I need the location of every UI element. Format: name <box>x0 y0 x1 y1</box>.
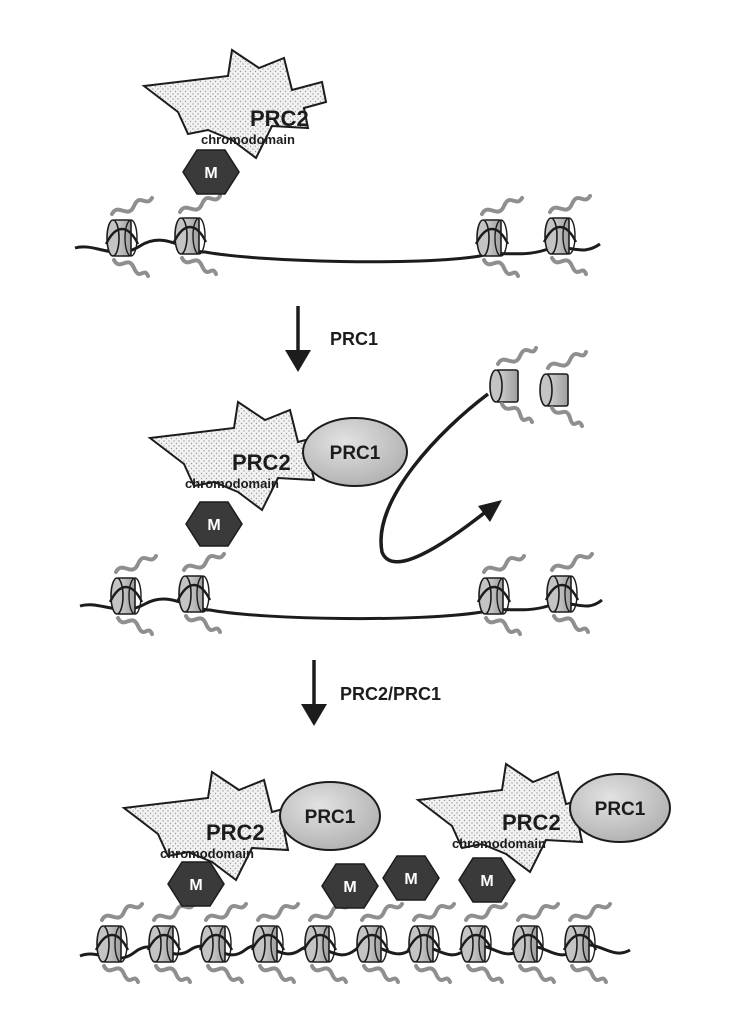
down-arrow-icon <box>285 350 311 372</box>
chromodomain-label: chromodomain <box>185 476 279 491</box>
nucleosome <box>510 902 560 984</box>
nucleosome <box>176 552 226 634</box>
nucleosome <box>94 902 144 984</box>
chromodomain-label: chromodomain <box>160 846 254 861</box>
prc1-label: PRC1 <box>305 807 356 828</box>
step-arrow-2: PRC2/PRC1 <box>301 660 441 726</box>
methyl-mark-label: M <box>343 879 356 896</box>
methyl-mark-label: M <box>480 873 493 890</box>
methyl-mark-label: M <box>204 165 217 182</box>
nucleosome <box>474 196 524 278</box>
nucleosome <box>544 552 594 634</box>
nucleosome <box>458 902 508 984</box>
eviction-arrow-curve <box>379 392 490 564</box>
nucleosome <box>562 902 612 984</box>
prc2-label: PRC2 <box>232 450 291 475</box>
methyl-mark-label: M <box>207 517 220 534</box>
nucleosome <box>198 902 248 984</box>
methyl-mark-label: M <box>404 871 417 888</box>
nucleosome <box>354 902 404 984</box>
eviction-arrow-icon <box>478 500 502 522</box>
nucleosome <box>172 194 222 276</box>
nucleosome <box>476 554 526 636</box>
methyl-mark-label: M <box>189 877 202 894</box>
prc1-complex <box>302 417 408 487</box>
prc1-label: PRC1 <box>595 799 646 820</box>
step-2-label: PRC2/PRC1 <box>340 684 441 704</box>
prc2-label: PRC2 <box>502 810 561 835</box>
step-arrow-1: PRC1 <box>285 306 378 372</box>
nucleosome <box>108 554 158 636</box>
down-arrow-icon <box>301 704 327 726</box>
chromodomain-label: chromodomain <box>201 132 295 147</box>
dna-strand-1 <box>74 238 601 264</box>
dna-strand-2 <box>79 597 603 621</box>
panel-2: PRC2 chromodomain PRC1 M <box>79 346 603 636</box>
nucleosome <box>104 196 154 278</box>
nucleosome <box>542 194 592 276</box>
prc1-complex <box>569 773 671 843</box>
prc2-label: PRC2 <box>250 106 309 131</box>
panel-3: PRC2 chromodomain PRC1 PRC2 chromodomain… <box>79 763 671 984</box>
prc1-complex <box>279 781 381 851</box>
evicted-histone <box>488 346 538 424</box>
prc2-label: PRC2 <box>206 820 265 845</box>
nucleosome <box>406 902 456 984</box>
nucleosome <box>250 902 300 984</box>
chromodomain-label: chromodomain <box>452 836 546 851</box>
nucleosome <box>146 902 196 984</box>
nucleosome <box>302 902 352 984</box>
evicted-histone <box>538 350 588 428</box>
panel-1: PRC2 chromodomain M <box>74 49 601 278</box>
step-1-label: PRC1 <box>330 329 378 349</box>
prc1-label: PRC1 <box>330 443 381 464</box>
